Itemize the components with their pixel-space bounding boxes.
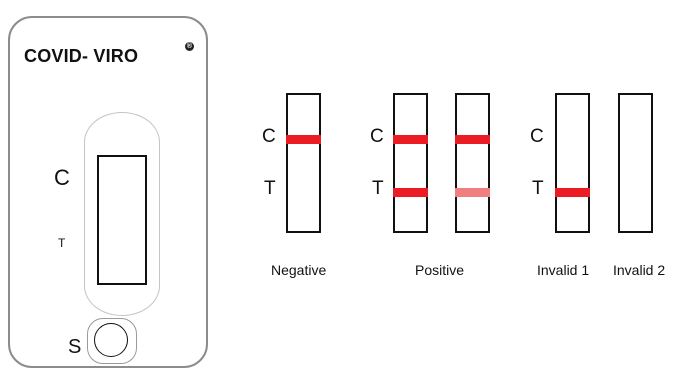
invalid-c-label: C — [530, 126, 544, 147]
cassette-sample-label: S — [68, 336, 82, 358]
sample-well-frame — [87, 318, 137, 364]
negative-c-label: C — [262, 126, 276, 147]
invalid-1-strip — [555, 93, 590, 233]
positive-1-test-band — [393, 188, 428, 197]
positive-2-faint-test-band — [455, 188, 490, 197]
positive-strip-1 — [393, 93, 428, 233]
negative-strip — [286, 93, 321, 233]
test-cassette: COVID- VIRO ® C T S — [8, 16, 208, 368]
result-window — [97, 155, 147, 285]
cassette-test-label: T — [58, 236, 66, 250]
negative-caption: Negative — [271, 262, 327, 278]
result-window-frame — [84, 112, 160, 316]
invalid-t-label: T — [532, 178, 544, 199]
positive-caption: Positive — [415, 262, 465, 278]
brand-name: COVID- VIRO — [24, 46, 139, 66]
positive-1-control-band — [393, 135, 428, 144]
invalid-2-caption: Invalid 2 — [613, 262, 666, 278]
positive-2-control-band — [455, 135, 490, 144]
positive-t-label: T — [372, 178, 384, 199]
negative-t-label: T — [264, 178, 276, 199]
cassette-control-label: C — [54, 165, 70, 190]
invalid-1-test-band — [555, 188, 590, 197]
sample-well — [94, 323, 128, 357]
registered-mark: ® — [185, 42, 194, 51]
positive-c-label: C — [370, 126, 384, 147]
positive-strip-2 — [455, 93, 490, 233]
invalid-2-strip — [618, 93, 653, 233]
negative-control-band — [286, 135, 321, 144]
invalid-1-caption: Invalid 1 — [537, 262, 590, 278]
